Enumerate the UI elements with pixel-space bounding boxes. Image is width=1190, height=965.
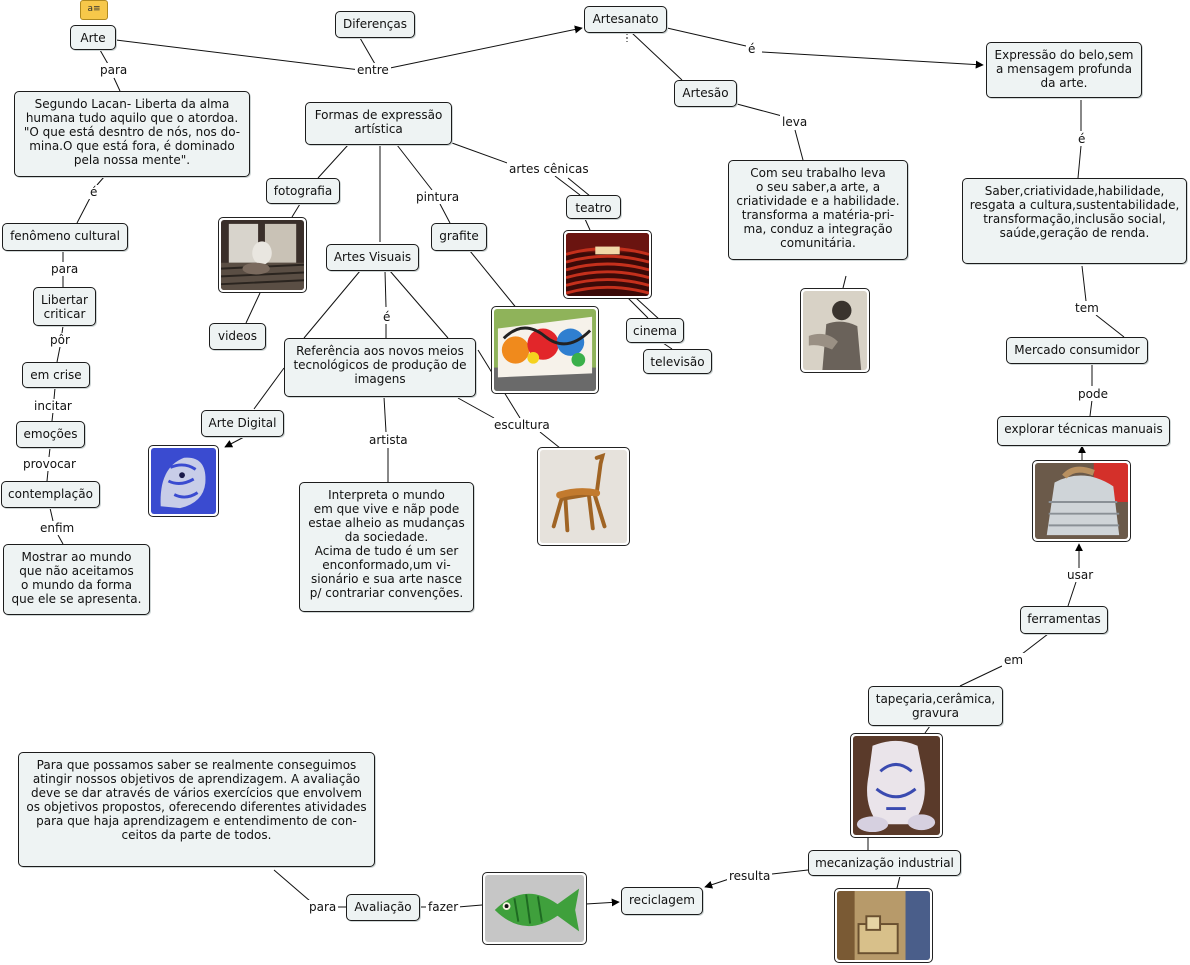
node-artesanato[interactable]: Artesanato — [584, 6, 667, 33]
image-teatro[interactable] — [563, 230, 652, 299]
node-formas[interactable]: Formas de expressão artística — [305, 102, 452, 145]
node-contemplacao[interactable]: contemplação — [1, 481, 100, 508]
image-digital[interactable] — [148, 445, 219, 517]
ceramic-icon — [853, 736, 940, 835]
theater-icon — [566, 233, 649, 296]
node-artes-visuais[interactable]: Artes Visuais — [326, 244, 419, 271]
node-mecanizacao[interactable]: mecanização industrial — [808, 850, 961, 876]
image-madeira[interactable] — [834, 888, 933, 963]
node-emocoes[interactable]: emoções — [16, 421, 85, 448]
node-grafite[interactable]: grafite — [431, 223, 487, 251]
image-girafa[interactable] — [537, 447, 630, 546]
node-libertar[interactable]: Libertar criticar — [33, 287, 96, 326]
label-pode: pode — [1076, 387, 1110, 401]
label-pintura: pintura — [414, 190, 462, 204]
node-expressao-belo[interactable]: Expressão do belo,sem a mensagem profund… — [986, 42, 1142, 98]
node-fenomeno[interactable]: fenômeno cultural — [2, 223, 128, 251]
node-explorar[interactable]: explorar técnicas manuais — [997, 416, 1170, 446]
node-lacan[interactable]: Segundo Lacan- Liberta da alma humana tu… — [14, 91, 250, 177]
label-provocar: provocar — [21, 457, 78, 471]
label-usar: usar — [1065, 568, 1096, 582]
node-avaliacao[interactable]: Avaliação — [346, 894, 420, 921]
label-e-4: é — [381, 310, 393, 324]
photo-icon — [221, 220, 304, 290]
label-em: em — [1002, 653, 1026, 667]
digital-art-icon — [151, 448, 216, 514]
image-ceramica[interactable] — [850, 733, 943, 838]
label-para-2: para — [49, 262, 81, 276]
node-saber-criatividade[interactable]: Saber,criatividade,habilidade, resgata a… — [962, 178, 1187, 264]
artisan-icon — [803, 291, 867, 370]
node-fotografia[interactable]: fotografia — [266, 178, 340, 204]
woodwork-icon — [837, 891, 930, 960]
node-videos[interactable]: videos — [209, 323, 266, 350]
node-arte-digital[interactable]: Arte Digital — [201, 410, 284, 437]
label-fazer: fazer — [426, 900, 461, 914]
node-teatro[interactable]: teatro — [566, 195, 621, 219]
image-peixe[interactable] — [482, 872, 587, 945]
label-escultura: escultura — [492, 418, 552, 432]
node-artesao[interactable]: Artesão — [674, 80, 737, 107]
image-foto[interactable] — [218, 217, 307, 293]
node-mostrar[interactable]: Mostrar ao mundo que não aceitamos o mun… — [3, 544, 150, 615]
node-referencia[interactable]: Referência aos novos meios tecnológicos … — [284, 338, 476, 397]
label-para-1: para — [98, 63, 130, 77]
node-em-crise[interactable]: em crise — [22, 362, 90, 388]
node-mercado[interactable]: Mercado consumidor — [1006, 337, 1148, 364]
image-bolsa[interactable] — [1032, 460, 1131, 542]
bag-icon — [1035, 463, 1128, 539]
fish-icon — [485, 875, 584, 942]
node-tapecaria[interactable]: tapeçaria,cerâmica, gravura — [868, 686, 1003, 726]
node-arte[interactable]: Arte — [70, 25, 116, 50]
label-tem: tem — [1073, 301, 1101, 315]
note-icon[interactable]: a≡ — [80, 0, 108, 20]
graffiti-icon — [494, 309, 596, 391]
label-entre: entre — [355, 63, 391, 77]
node-avaliacao-texto[interactable]: Para que possamos saber se realmente con… — [18, 752, 375, 867]
label-incitar: incitar — [32, 399, 74, 413]
label-enfim: enfim — [38, 521, 77, 535]
node-com-trabalho[interactable]: Com seu trabalho leva o seu saber,a arte… — [728, 160, 908, 260]
label-artes-cenicas: artes cênicas — [507, 162, 591, 176]
giraffe-sculpture-icon — [540, 450, 627, 543]
label-e-2: é — [88, 185, 100, 199]
node-interpreta[interactable]: Interpreta o mundo em que vive e nãp pod… — [299, 482, 474, 612]
label-artista: artista — [367, 433, 410, 447]
image-grafite[interactable] — [491, 306, 599, 394]
label-por: pôr — [48, 333, 72, 347]
label-para-3: para — [307, 900, 339, 914]
node-cinema[interactable]: cinema — [626, 318, 684, 343]
label-leva: leva — [780, 115, 810, 129]
label-e-3: é — [1076, 132, 1088, 146]
node-ferramentas[interactable]: ferramentas — [1020, 606, 1108, 634]
label-e-1: é — [746, 42, 758, 56]
node-reciclagem[interactable]: reciclagem — [621, 887, 703, 915]
node-televisao[interactable]: televisão — [643, 349, 712, 374]
node-diferencas[interactable]: Diferenças — [335, 11, 415, 38]
image-artesao[interactable] — [800, 288, 870, 373]
label-resulta: resulta — [727, 869, 773, 883]
